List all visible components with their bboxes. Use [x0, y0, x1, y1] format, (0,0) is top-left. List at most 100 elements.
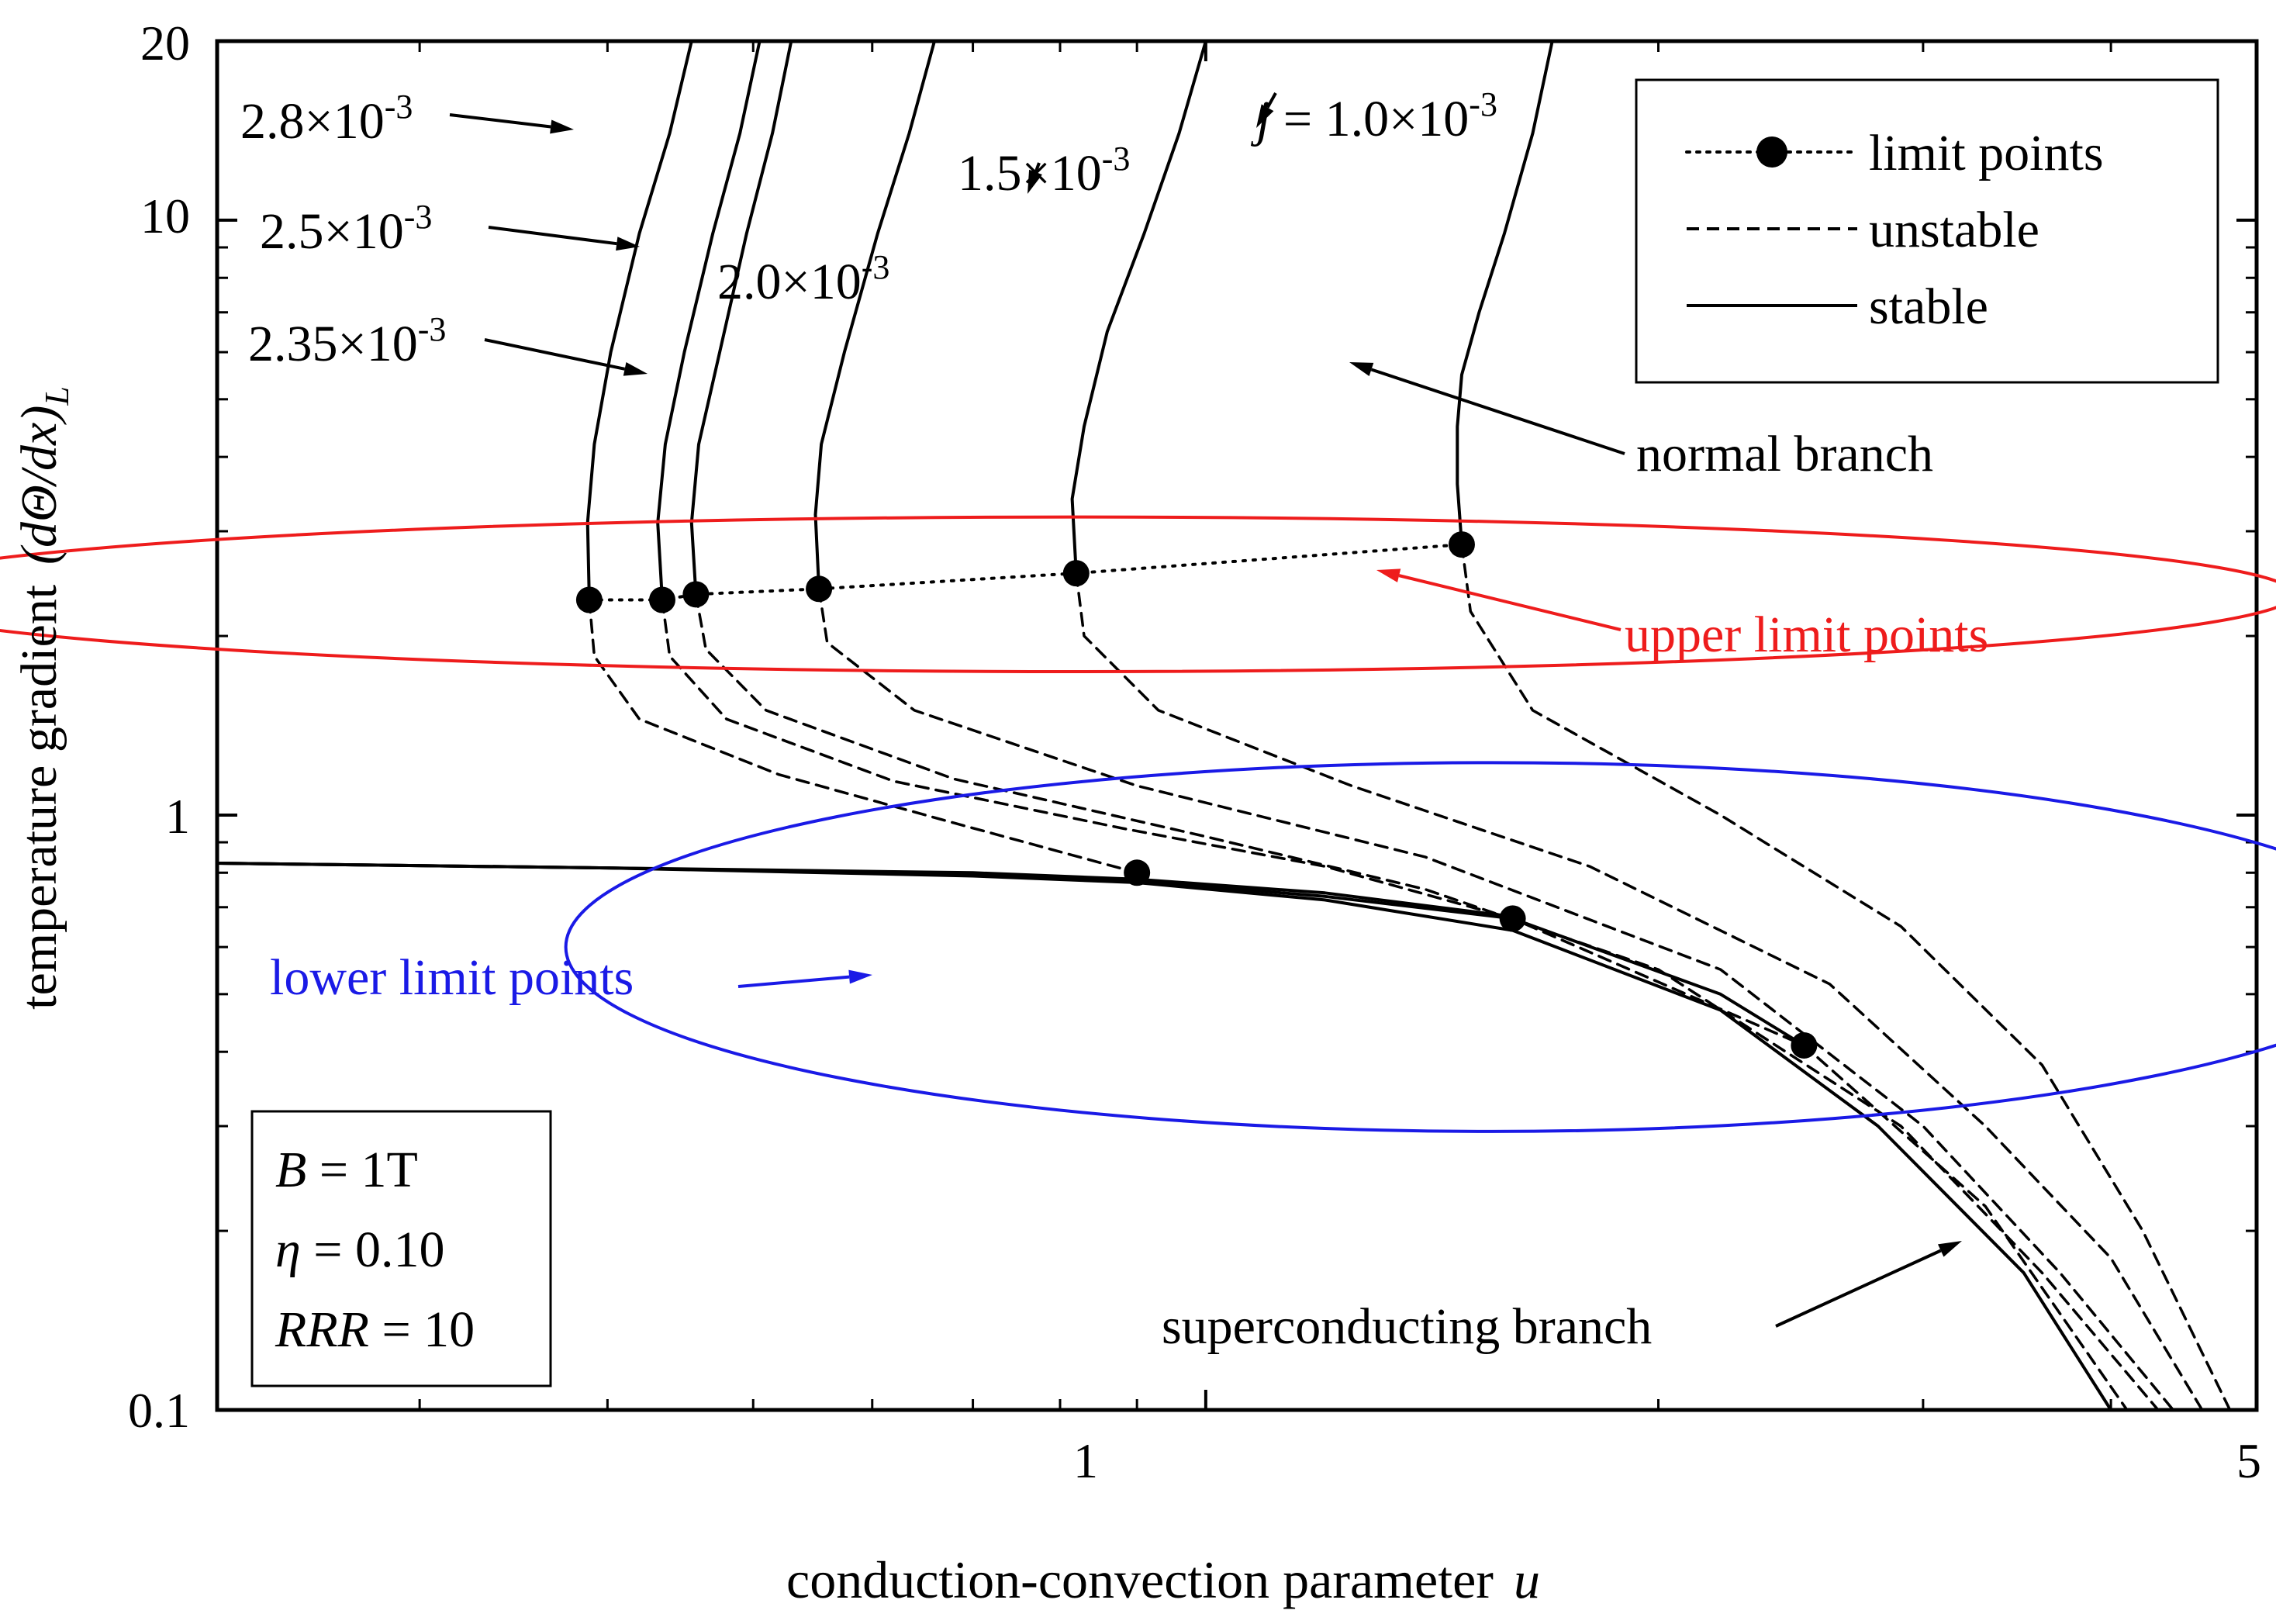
lower-limit-points-label: lower limit points	[270, 949, 634, 1006]
series-label-j25: 2.5×10-3	[260, 198, 432, 260]
y-axis-label: temperature gradient (dΘ/dx)L	[11, 386, 76, 1010]
parameter-box-frame	[250, 1110, 552, 1387]
param-rrr-var: RRR	[275, 1301, 369, 1358]
param-rrr-value: = 10	[369, 1301, 475, 1358]
y-axis-label-text: temperature gradient	[11, 585, 67, 1010]
arrow-upper-limit-points-head	[1376, 568, 1401, 582]
normal-branch-2	[813, 40, 936, 591]
legend-box	[1635, 78, 2219, 384]
series-label-j25-text: 2.5×10	[260, 203, 404, 260]
series-label-j235-text: 2.35×10	[248, 316, 418, 372]
arrow-superconducting-branch	[1775, 1241, 1962, 1328]
unstable-branch-2	[817, 587, 2175, 1411]
param-eta-var: η	[275, 1221, 301, 1278]
arrow-j25-shaft	[488, 226, 617, 246]
plot-frame	[215, 39, 2259, 1412]
normal-branch-0	[1456, 40, 1554, 547]
arrow-j15-head	[1027, 169, 1042, 194]
series-label-j28: 2.8×10-3	[240, 88, 413, 150]
series-label-j15-text: 1.5×10	[958, 145, 1102, 202]
param-b-var: B	[275, 1142, 306, 1198]
series-label-j15-exp: -3	[1102, 140, 1131, 178]
upper-limit-point-1	[648, 586, 675, 613]
upper-limit-ellipse	[0, 515, 2276, 674]
parameter-box: B = 1T η = 0.10 RRR = 10	[250, 1110, 552, 1387]
arrow-j235-shaft	[484, 338, 626, 371]
chart-curves	[216, 40, 2232, 1411]
arrow-j28-shaft	[449, 113, 551, 129]
param-rrr: RRR = 10	[275, 1301, 475, 1358]
series-label-j1: j = 1.0×10-3	[1250, 85, 1497, 147]
legend: limit points unstable stable	[1635, 78, 2219, 384]
x-axis-label: conduction-convection parameter u	[786, 1550, 1540, 1609]
upper-limit-point-0	[575, 586, 603, 613]
arrow-lower-limit-points	[737, 969, 872, 988]
series-label-j235-exp: -3	[418, 310, 447, 348]
arrow-j28	[449, 113, 574, 134]
arrow-j1-head	[1256, 104, 1274, 128]
arrow-upper-limit-points	[1376, 568, 1622, 631]
x-axis-label-text: conduction-convection parameter	[786, 1550, 1494, 1609]
upper-limit-point-3	[806, 575, 833, 603]
normal-branch-1	[1070, 40, 1207, 575]
arrow-normal-branch-shaft	[1370, 368, 1625, 455]
y-tick-label-0.1: 0.1	[128, 1383, 190, 1438]
normal-branch-label: normal branch	[1636, 426, 1933, 482]
normal-branch-5	[585, 40, 693, 602]
y-tick-label-20: 20	[140, 16, 190, 71]
upper-limit-points-label: upper limit points	[1625, 606, 1988, 663]
arrow-lower-limit-points-shaft	[737, 975, 850, 988]
legend-label-stable: stable	[1869, 278, 1988, 335]
series-label-j20: 2.0×10-3	[717, 248, 889, 310]
arrow-j25	[488, 226, 640, 251]
x-tick-label-1: 1	[1073, 1433, 1098, 1488]
series-label-j28-exp: -3	[385, 88, 413, 126]
legend-marker-limit-points	[1756, 136, 1787, 168]
upper-limit-point-4	[1062, 560, 1090, 587]
series-label-j20-exp: -3	[862, 248, 890, 286]
unstable-branch-5	[588, 598, 1138, 875]
lower-limit-point-1	[1499, 905, 1526, 932]
x-axis-label-var: u	[1514, 1550, 1540, 1609]
legend-label-limit-points: limit points	[1869, 125, 2104, 181]
legend-label-unstable: unstable	[1869, 202, 2039, 258]
series-label-j28-text: 2.8×10	[240, 93, 385, 150]
series-label-j1-text: = 1.0×10	[1270, 91, 1469, 147]
superconducting-branch-label: superconducting branch	[1162, 1298, 1652, 1355]
series-label-j25-exp: -3	[404, 198, 433, 236]
arrow-normal-branch	[1349, 362, 1625, 455]
y-axis-label-sub: L	[38, 386, 76, 406]
upper-limit-point-5	[1448, 531, 1475, 558]
lower-limit-point-0	[1124, 859, 1151, 886]
param-b: B = 1T	[275, 1142, 418, 1198]
y-tick-label-10: 10	[140, 188, 190, 244]
series-label-j20-text: 2.0×10	[717, 254, 862, 310]
unstable-branch-1	[1075, 572, 2204, 1411]
y-tick-label-1: 1	[165, 789, 190, 844]
chart-annotations	[0, 92, 2276, 1328]
arrow-j15	[1027, 162, 1042, 194]
param-eta: η = 0.10	[275, 1221, 444, 1278]
lower-limit-point-2	[1791, 1031, 1818, 1059]
param-eta-value: = 0.10	[301, 1221, 445, 1278]
lower-limit-ellipse	[564, 761, 2276, 1133]
y-axis-label-math: (dΘ/dx)	[11, 406, 67, 565]
series-label-j15: 1.5×10-3	[958, 140, 1130, 202]
normal-branch-3	[689, 40, 793, 596]
superconducting-branch-2	[216, 862, 1514, 918]
arrow-superconducting-branch-head	[1937, 1241, 1962, 1257]
unstable-branch-3	[694, 593, 2160, 1411]
arrow-j1-shaft	[1266, 92, 1277, 109]
arrow-j15-shaft	[1034, 162, 1041, 173]
upper-limit-point-2	[682, 581, 710, 608]
series-label-j235: 2.35×10-3	[248, 310, 446, 372]
arrow-j235	[484, 338, 648, 376]
series-label-j1-exp: -3	[1469, 85, 1497, 123]
arrow-j25-head	[616, 237, 640, 251]
x-tick-label-5: 5	[2236, 1433, 2261, 1488]
limit-points-connector	[587, 543, 1463, 602]
arrow-normal-branch-head	[1349, 362, 1374, 377]
arrow-upper-limit-points-shaft	[1398, 574, 1622, 631]
arrow-j1	[1256, 92, 1277, 128]
